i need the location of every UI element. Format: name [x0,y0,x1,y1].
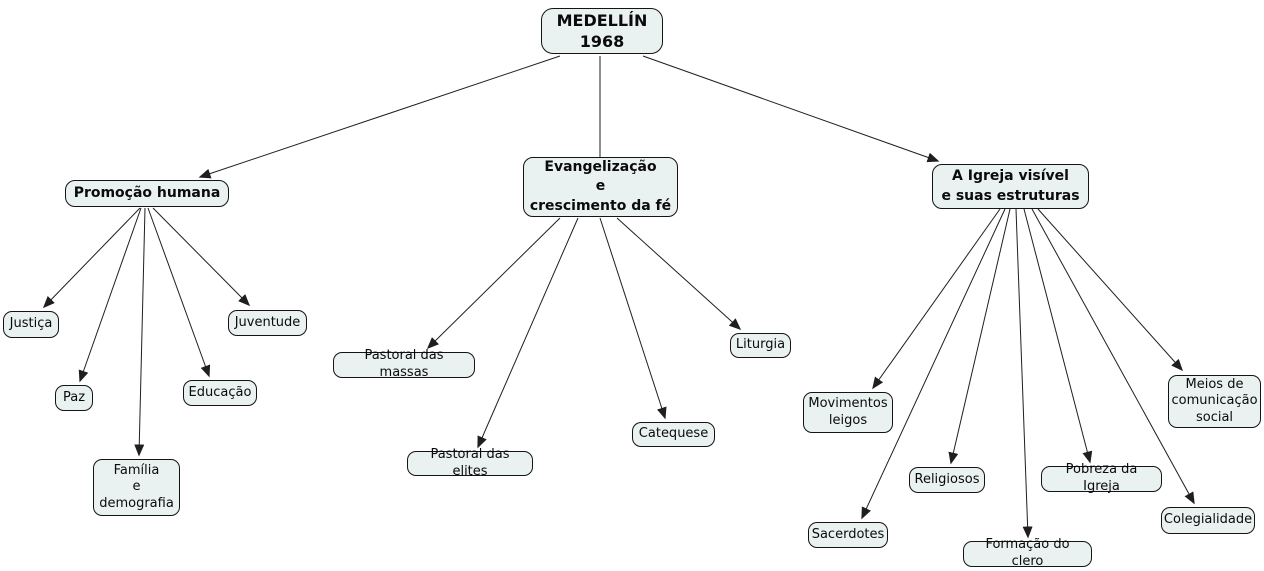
edge-igreja-meios [1037,208,1183,372]
node-elites[interactable]: Pastoral das elites [407,447,533,479]
node-paz[interactable]: Paz [55,385,93,411]
node-evangelizacao[interactable]: Evangelização e crescimento da fé [523,157,678,217]
node-label: Pastoral das massas [364,348,444,380]
edge-promocao-juventude [152,207,251,307]
node-label: Liturgia [735,337,786,353]
node-medellin[interactable]: MEDELLÍN 1968 [541,8,663,54]
node-label: Sacerdotes [811,526,885,542]
node-label: Colegialidade [1163,512,1253,528]
node-liturgia[interactable]: Liturgia [730,333,791,358]
node-label: Paz [62,389,86,405]
node-sacerdotes[interactable]: Sacerdotes [808,522,888,548]
node-juventude[interactable]: Juventude [228,310,307,336]
edge-igreja-sacerdotes [861,208,1006,520]
node-religiosos[interactable]: Religiosos [909,467,985,493]
node-promocao[interactable]: Promoção humana [65,180,229,207]
node-label: A Igreja visível e suas estruturas [941,168,1080,204]
node-formacao[interactable]: Formação do clero [963,537,1092,569]
edge-igreja-religiosos [948,208,1011,465]
edge-evangelizacao-catequese [599,217,667,420]
edge-promocao-justica [42,207,141,309]
edge-evangelizacao-elites [477,217,579,449]
node-label: MEDELLÍN 1968 [556,10,648,51]
node-label: Educação [188,384,252,400]
node-colegialidade[interactable]: Colegialidade [1161,507,1255,534]
node-label: Religiosos [914,471,980,487]
node-label: Juventude [234,314,301,330]
node-label: Promoção humana [73,184,221,201]
edge-igreja-movimentos [872,208,1001,390]
node-label: Pobreza da Igreja [1065,462,1138,494]
node-label: Família e demografia [99,462,174,511]
edge-igreja-pobreza [1023,208,1093,464]
edge-medellin-promocao [198,55,561,179]
node-label: Evangelização e crescimento da fé [529,159,672,214]
edge-evangelizacao-liturgia [616,217,742,331]
node-label: Movimentos leigos [808,395,888,428]
edge-medellin-igreja [642,55,940,163]
edge-promocao-familia [134,207,146,457]
edge-evangelizacao-massas [426,217,561,350]
node-familia[interactable]: Família e demografia [93,459,180,516]
node-label: Formação do clero [985,537,1070,569]
node-label: Pastoral das elites [430,446,510,479]
edge-igreja-colegialidade [1031,208,1195,505]
node-meios[interactable]: Meios de comunicação social [1168,375,1261,428]
node-label: Catequese [638,426,709,442]
node-label: Meios de comunicação social [1171,376,1258,425]
edge-igreja-formacao [1015,208,1033,539]
edge-promocao-educacao [147,207,211,378]
node-igreja[interactable]: A Igreja visível e suas estruturas [932,164,1089,209]
node-justica[interactable]: Justiça [3,311,59,338]
node-pobreza[interactable]: Pobreza da Igreja [1041,462,1162,494]
node-movimentos[interactable]: Movimentos leigos [803,392,893,433]
node-massas[interactable]: Pastoral das massas [333,348,475,380]
node-label: Justiça [9,316,53,332]
edge-promocao-paz [78,207,142,383]
node-educacao[interactable]: Educação [183,380,257,406]
node-catequese[interactable]: Catequese [632,422,715,447]
